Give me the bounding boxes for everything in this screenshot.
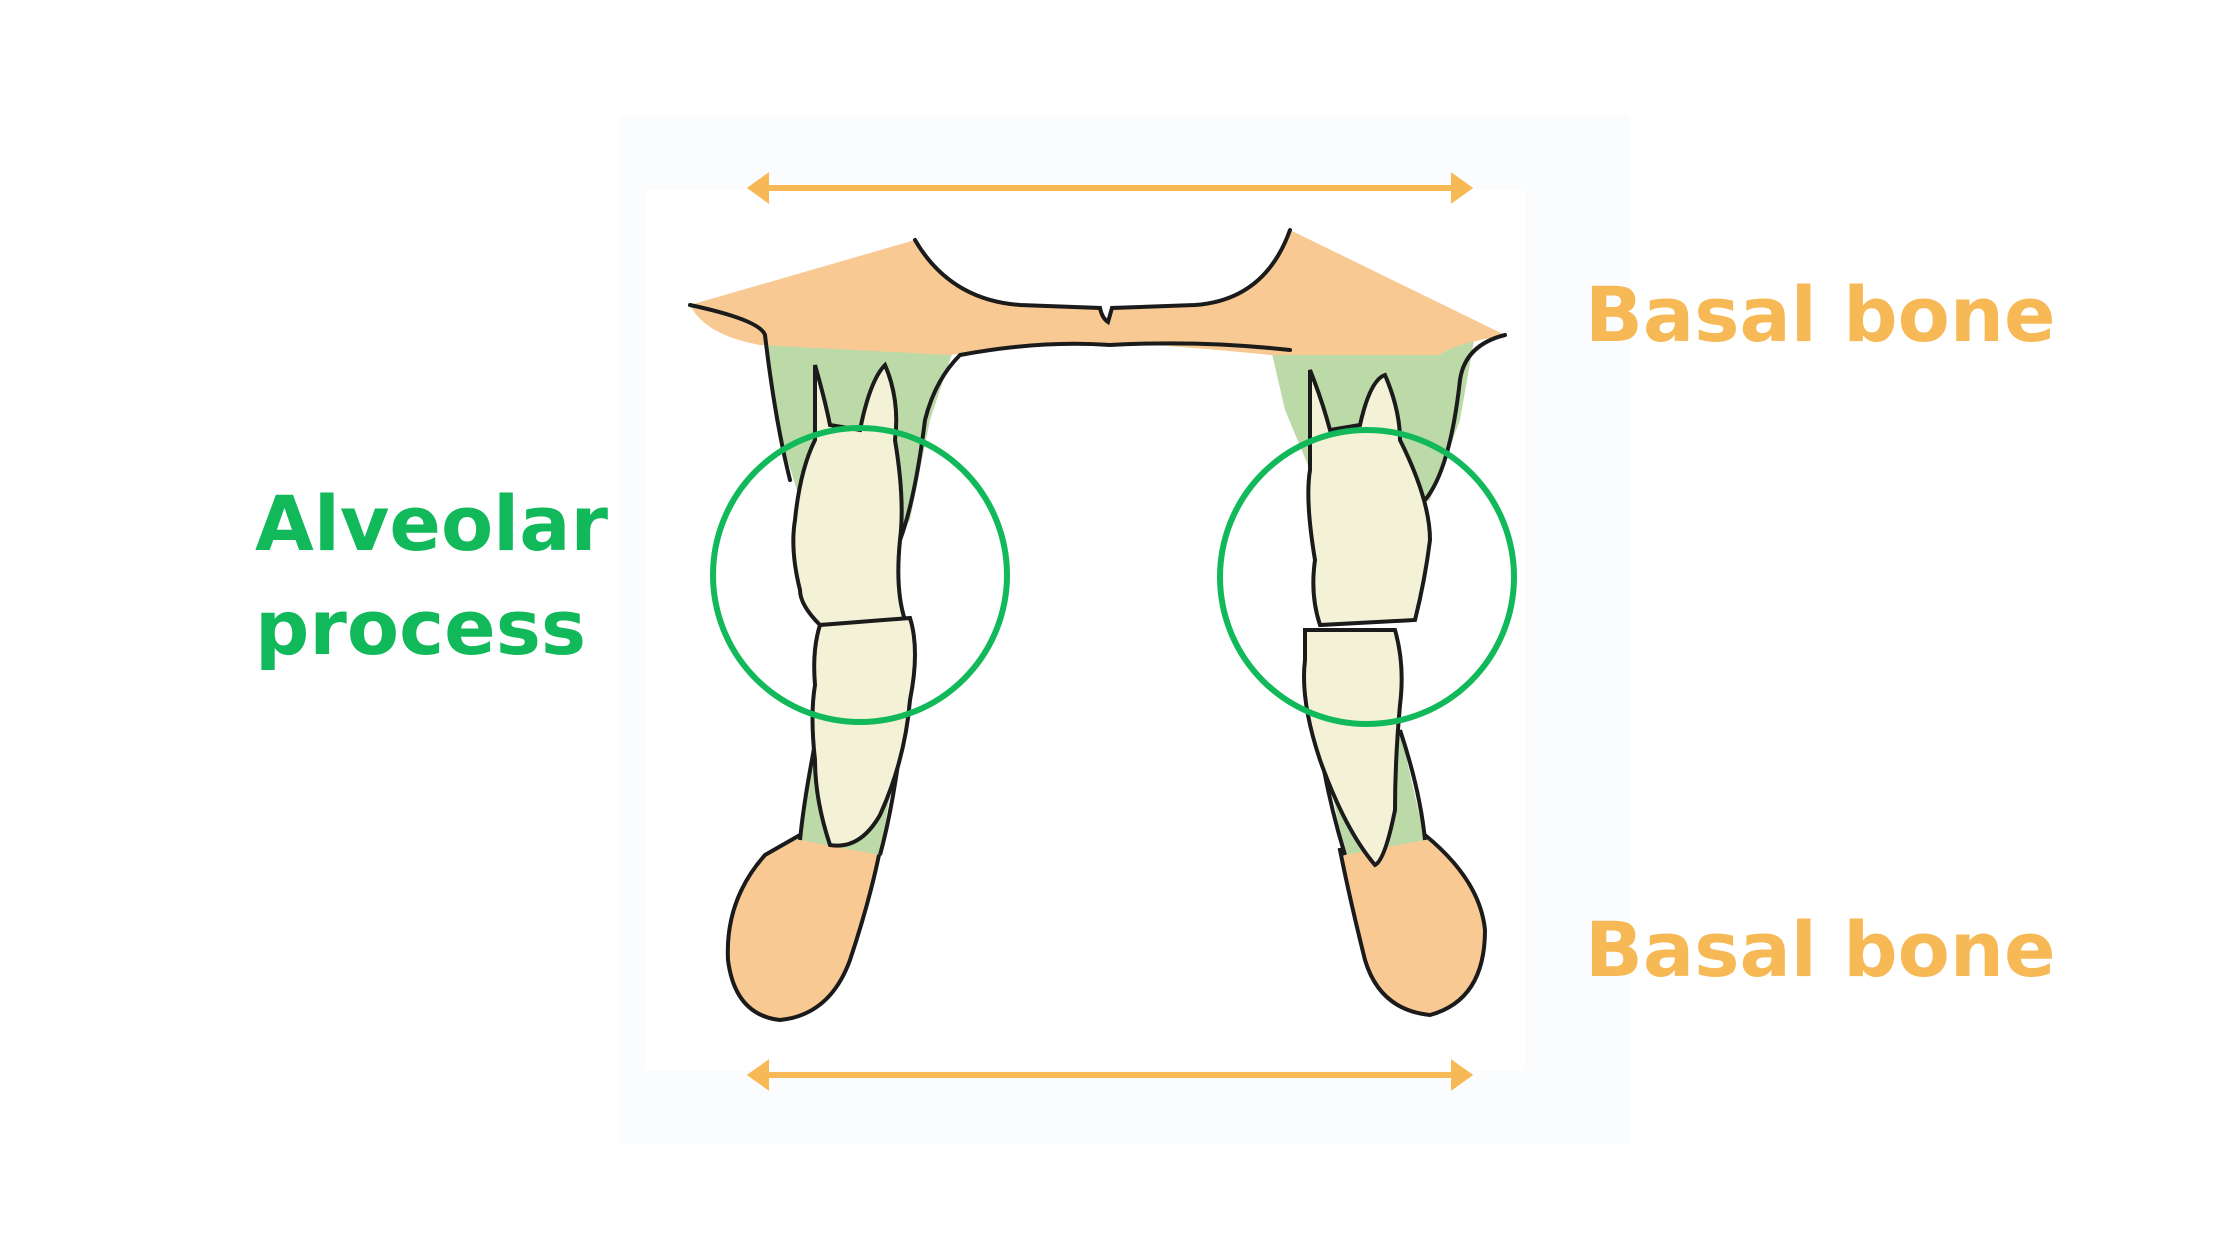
alveolar-process-label: Alveolar process — [255, 472, 585, 680]
alveolar-label-line1: Alveolar — [255, 472, 585, 576]
alveolar-label-line2: process — [255, 576, 585, 680]
basal-bone-top-label: Basal bone — [1585, 270, 2056, 359]
basal-bone-bottom-label: Basal bone — [1585, 905, 2056, 994]
